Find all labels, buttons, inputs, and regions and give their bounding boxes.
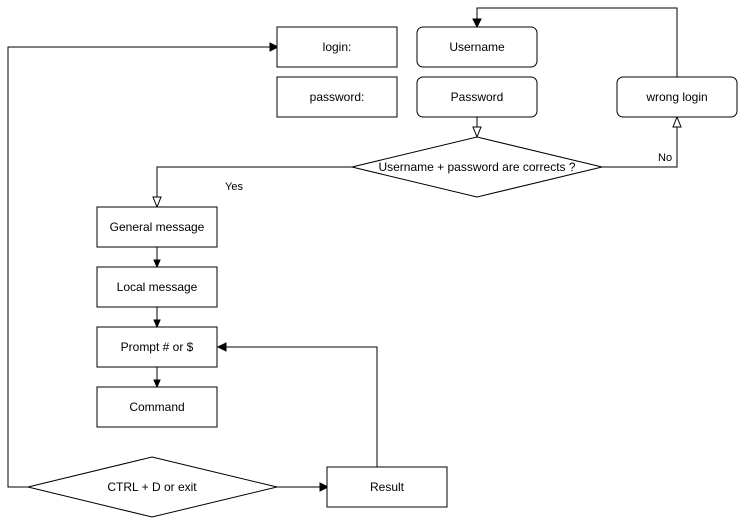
username-box [416,26,538,68]
prompt-box [96,326,218,368]
result-label: Result [370,480,405,494]
arrowhead-decision [472,126,482,139]
login-label: login: [323,40,352,54]
arrowhead-wrong-login [672,115,682,128]
no-label: No [658,152,672,164]
exit-decision-diamond [27,456,278,518]
prompt-label: Prompt # or $ [121,340,194,354]
command-box [96,386,218,428]
local-message-label: Local message [117,280,198,294]
general-message-label: General message [110,220,205,234]
arrowhead-prompt-return [216,342,227,352]
result-box [326,466,448,508]
edge-decision-to-wrong-login [602,127,678,168]
edge-exit-to-login [7,46,271,488]
password-label-text: password: [310,90,365,104]
exit-decision-label: CTRL + D or exit [107,480,197,494]
arrowhead-prompt [153,319,161,329]
password-label: Password [451,90,504,104]
credentials-decision-diamond [351,136,603,198]
wrong-login-box [616,76,738,118]
arrowhead-command [153,379,161,389]
yes-label: Yes [225,181,243,193]
arrowhead-login [269,42,280,52]
command-label: Command [129,400,184,414]
arrowhead-general-message [152,196,162,209]
arrowhead-result [319,482,330,492]
username-label: Username [449,40,505,54]
edge-result-to-prompt [225,346,378,467]
arrowhead-username [472,18,482,29]
password-label-box [276,76,398,118]
local-message-box [96,266,218,308]
login-box [276,26,398,68]
password-box [416,76,538,118]
arrowhead-local [153,259,161,269]
general-message-box [96,206,218,248]
wrong-login-label: wrong login [645,90,707,104]
credentials-decision-label: Username + password are corrects ? [378,160,575,174]
edge-decision-to-general-message [156,166,352,197]
edge-wrong-login-to-username [476,7,678,77]
